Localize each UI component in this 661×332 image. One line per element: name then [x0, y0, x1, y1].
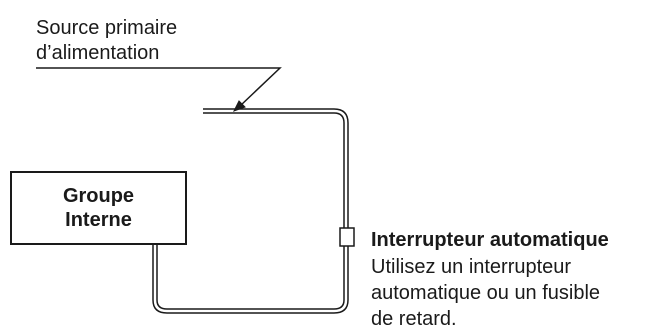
- breaker-desc-line1: Utilisez un interrupteur: [371, 256, 572, 278]
- breaker-title: Interrupteur automatique: [371, 229, 609, 251]
- source-label-line2: d’alimentation: [36, 42, 160, 64]
- breaker-desc-line2: automatique ou un fusible: [371, 282, 601, 304]
- unit-label-line2: Interne: [65, 209, 132, 231]
- power-cable-inner: [156, 112, 345, 310]
- power-cable: [152, 108, 349, 314]
- internal-unit-box: Groupe Interne: [10, 171, 187, 245]
- source-label-line1: Source primaire: [36, 17, 178, 39]
- breaker-desc-line3: de retard.: [371, 308, 457, 330]
- unit-label-line1: Groupe: [62, 185, 135, 207]
- breaker-symbol: [339, 227, 355, 247]
- source-label-leader: [36, 67, 282, 107]
